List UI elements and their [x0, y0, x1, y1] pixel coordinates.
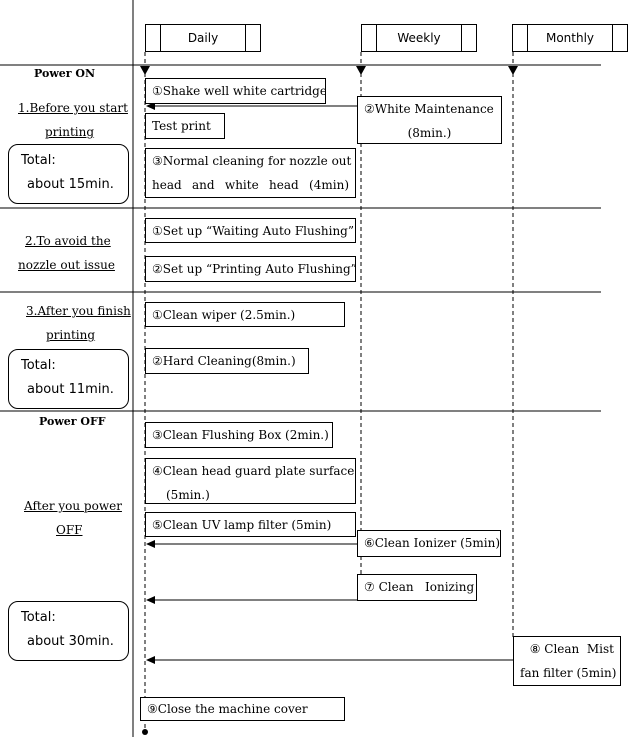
step-shake-cartridge: ①Shake well white cartridge — [145, 78, 326, 104]
step-clean-head-guard: ④Clean head guard plate surface(5min.) — [145, 458, 356, 504]
step-clean-uv-filter: ⑤Clean UV lamp filter (5min) — [145, 512, 356, 537]
column-header-daily: Daily — [145, 24, 261, 52]
column-header-monthly: Monthly — [512, 24, 628, 52]
section-avoid-label-2: nozzle out issue — [18, 258, 115, 272]
step-clean-ionizer: ⑥Clean Ionizer (5min) — [357, 530, 501, 557]
step-test-print: Test print — [145, 113, 225, 139]
step-white-maintenance: ②White Maintenance(8min.) — [357, 96, 502, 144]
column-header-weekly: Weekly — [361, 24, 477, 52]
total-time-box: Total:about 30min. — [8, 601, 129, 661]
total-time-box: Total:about 11min. — [8, 349, 129, 409]
step-printing-auto-flushing: ②Set up “Printing Auto Flushing” — [145, 256, 356, 282]
section-after-power-off-label: After you power — [24, 499, 122, 513]
power-on-label: Power ON — [34, 67, 96, 80]
section-after-label: 3.After you finish — [26, 304, 131, 318]
step-clean-flushing-box: ③Clean Flushing Box (2min.) — [145, 422, 333, 448]
step-waiting-auto-flushing: ①Set up “Waiting Auto Flushing” — [145, 218, 356, 243]
section-before-label-2: printing — [45, 125, 95, 139]
end-dot — [142, 729, 148, 735]
section-before-label: 1.Before you start — [18, 101, 128, 115]
weekly-start-arrow — [356, 66, 366, 75]
monthly-start-arrow — [508, 66, 518, 75]
step-close-machine-cover: ⑨Close the machine cover — [140, 697, 345, 721]
step-clean-ionizing: ⑦ Clean Ionizing — [357, 574, 477, 601]
section-avoid-label: 2.To avoid the — [25, 234, 111, 248]
power-off-label: Power OFF — [39, 415, 106, 428]
section-after-power-off-label-2: OFF — [56, 523, 83, 537]
step-clean-wiper: ①Clean wiper (2.5min.) — [145, 302, 345, 327]
total-time-box: Total:about 15min. — [8, 144, 129, 204]
section-after-label-2: printing — [46, 328, 96, 342]
daily-start-arrow — [140, 66, 150, 75]
step-hard-cleaning: ②Hard Cleaning(8min.) — [145, 348, 309, 374]
